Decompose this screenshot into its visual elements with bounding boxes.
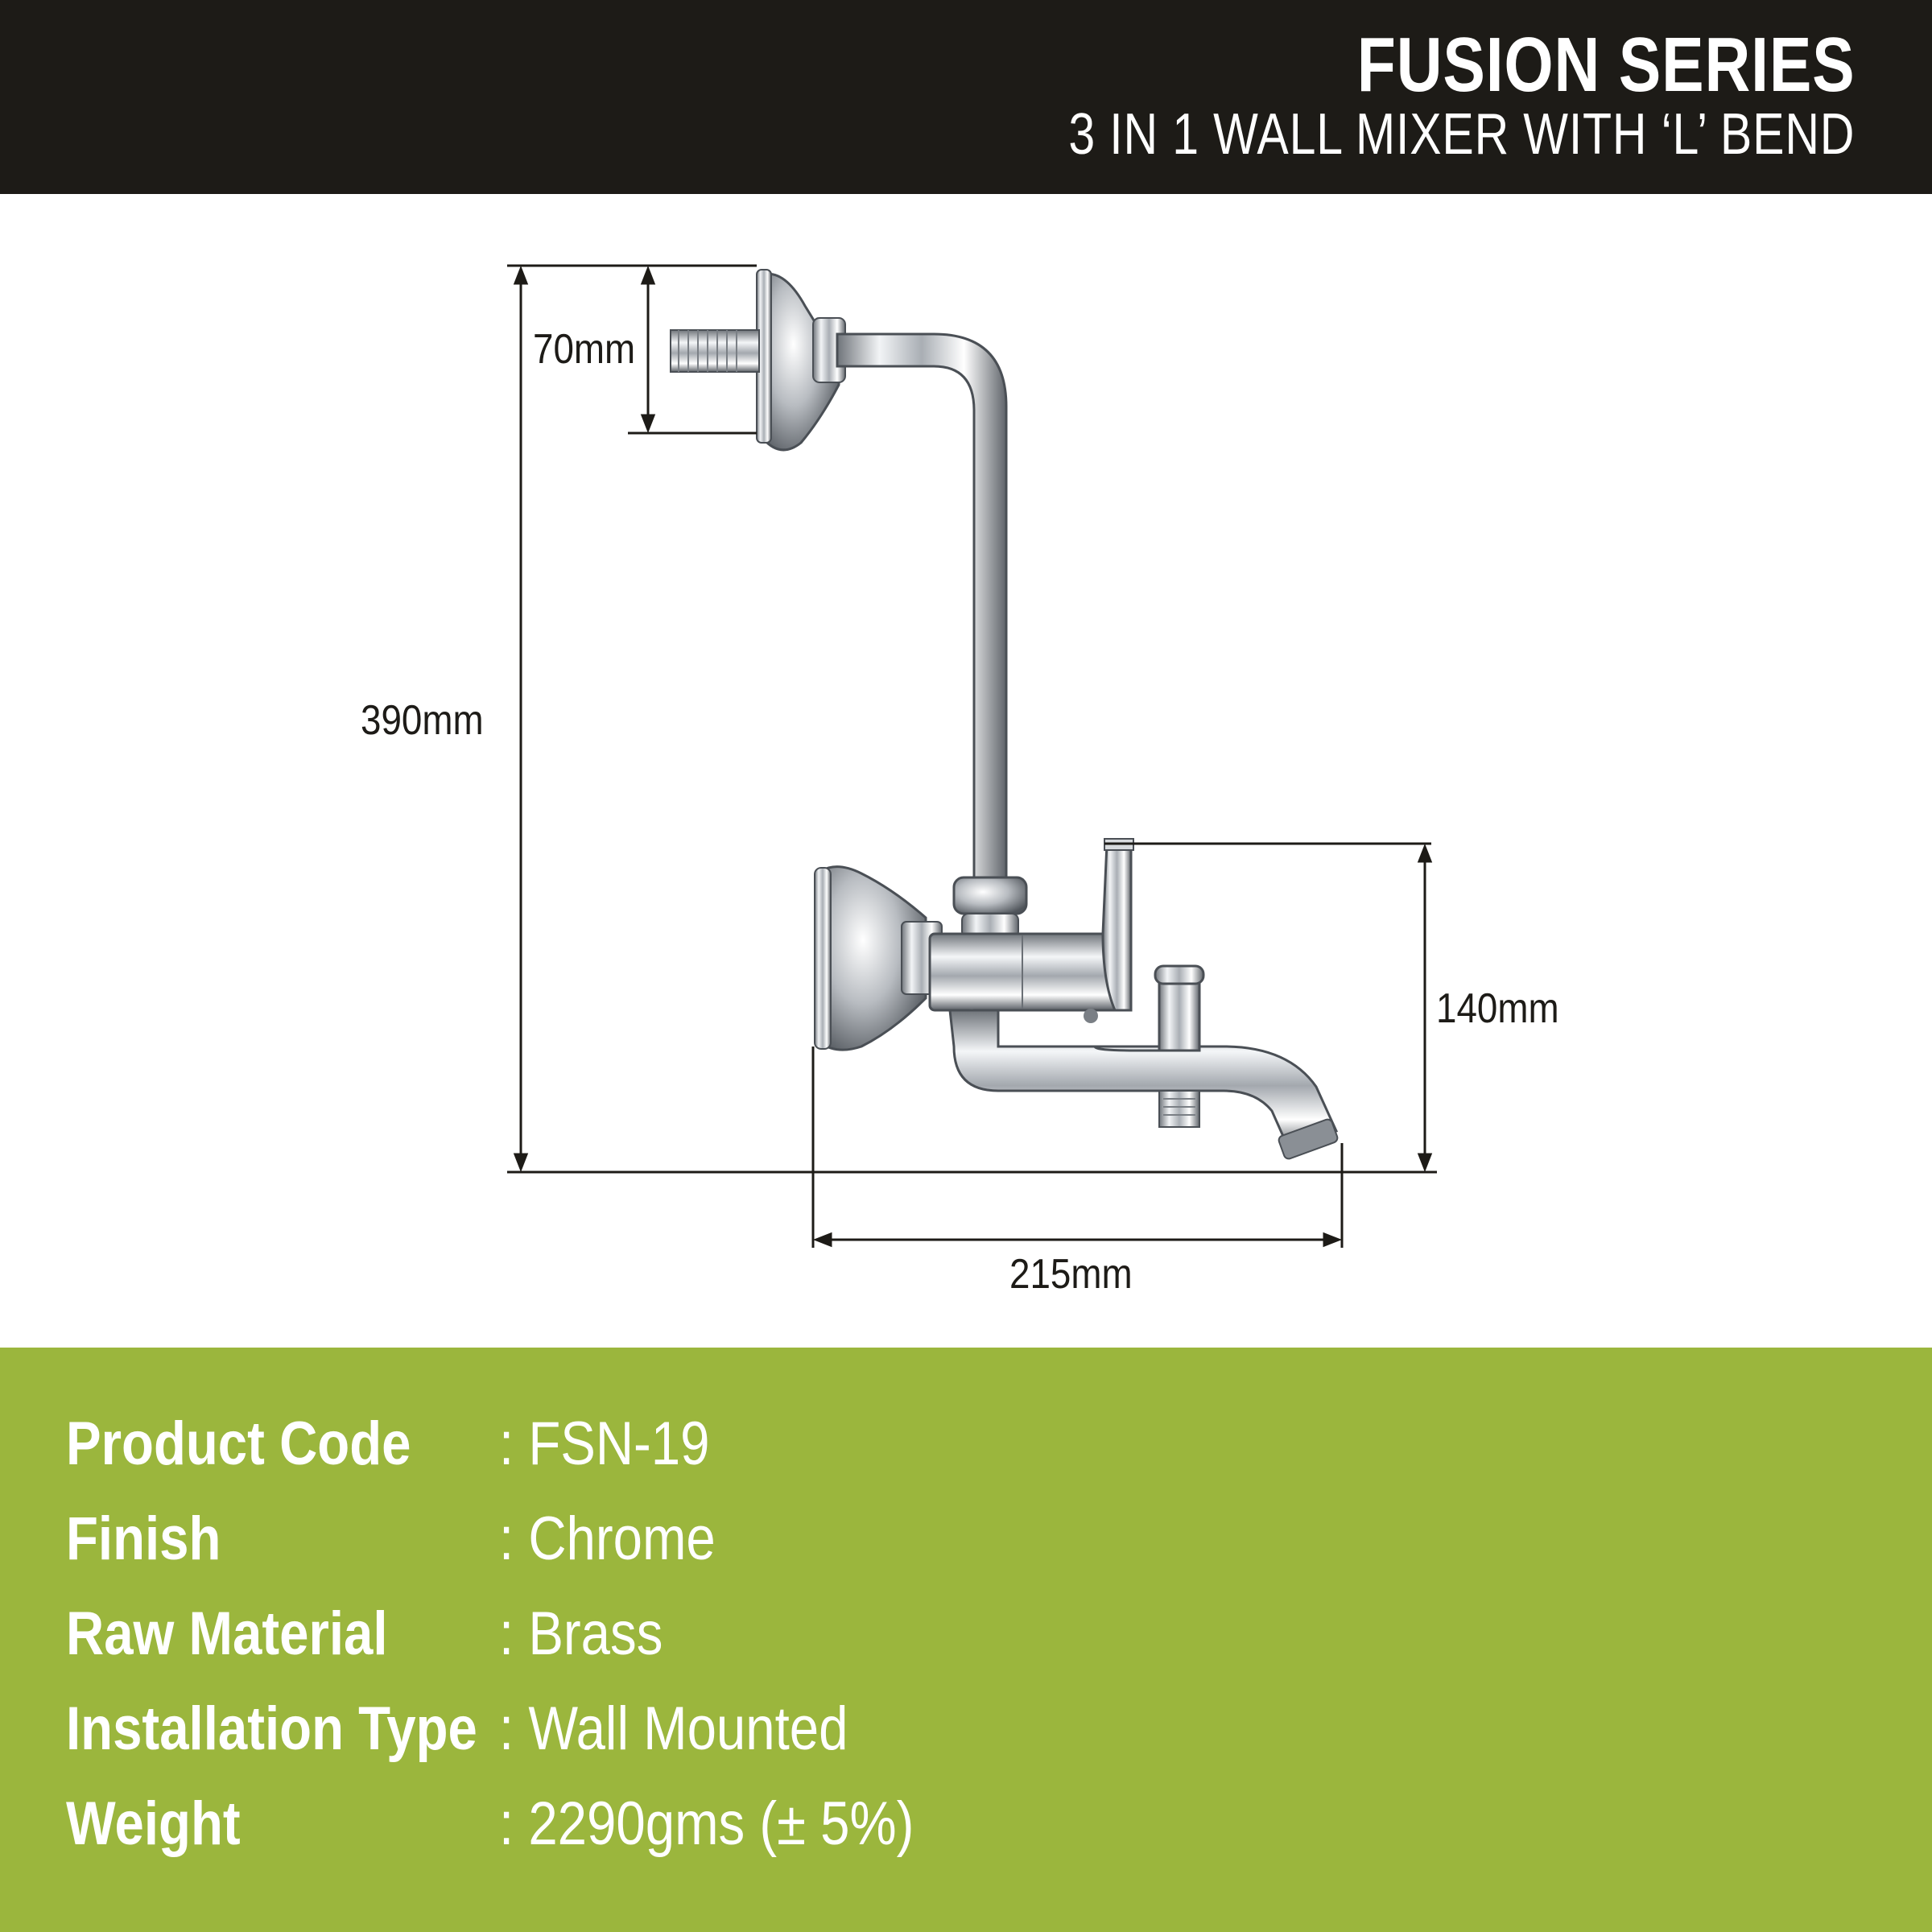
spec-label: Finish [66,1505,221,1573]
mixer-height-label: 140mm [1436,985,1559,1032]
spec-label: Installation Type [66,1695,477,1763]
product-dimension-diagram: 70mm 390mm 140mm 215mm [0,194,1932,1348]
product-subtitle: 3 IN 1 WALL MIXER WITH ‘L’ BEND [1068,102,1855,167]
spec-value: : Chrome [499,1505,716,1573]
spec-label: Product Code [66,1410,411,1478]
spec-label: Raw Material [66,1600,388,1668]
spec-value: : FSN-19 [499,1410,710,1478]
spec-label: Weight [66,1790,241,1858]
dimension-lines [507,264,1437,1248]
lever-handle [1101,838,1134,1012]
total-height-label: 390mm [361,697,484,744]
l-bend-pipe [836,332,1008,915]
top-wall-flange [756,269,846,452]
lower-wall-flange [814,865,943,1051]
series-title: FUSION SERIES [1356,22,1855,108]
product-drawing [507,264,1437,1248]
union-nut [952,876,1028,939]
projection-label: 215mm [1009,1251,1133,1298]
spec-value: : Brass [499,1600,663,1668]
outlet-depth-label: 70mm [533,326,636,373]
threaded-inlet [670,329,760,373]
spec-value: : 2290gms (± 5%) [499,1790,914,1858]
specifications-panel: Product Code : FSN-19 Finish : Chrome Ra… [0,1348,1932,1932]
header-banner: FUSION SERIES 3 IN 1 WALL MIXER WITH ‘L’… [0,0,1932,194]
spec-value: : Wall Mounted [499,1695,848,1763]
diverter-knob [1093,964,1205,1052]
bath-spout [948,1009,1339,1160]
hand-shower-outlet [1158,1090,1200,1128]
